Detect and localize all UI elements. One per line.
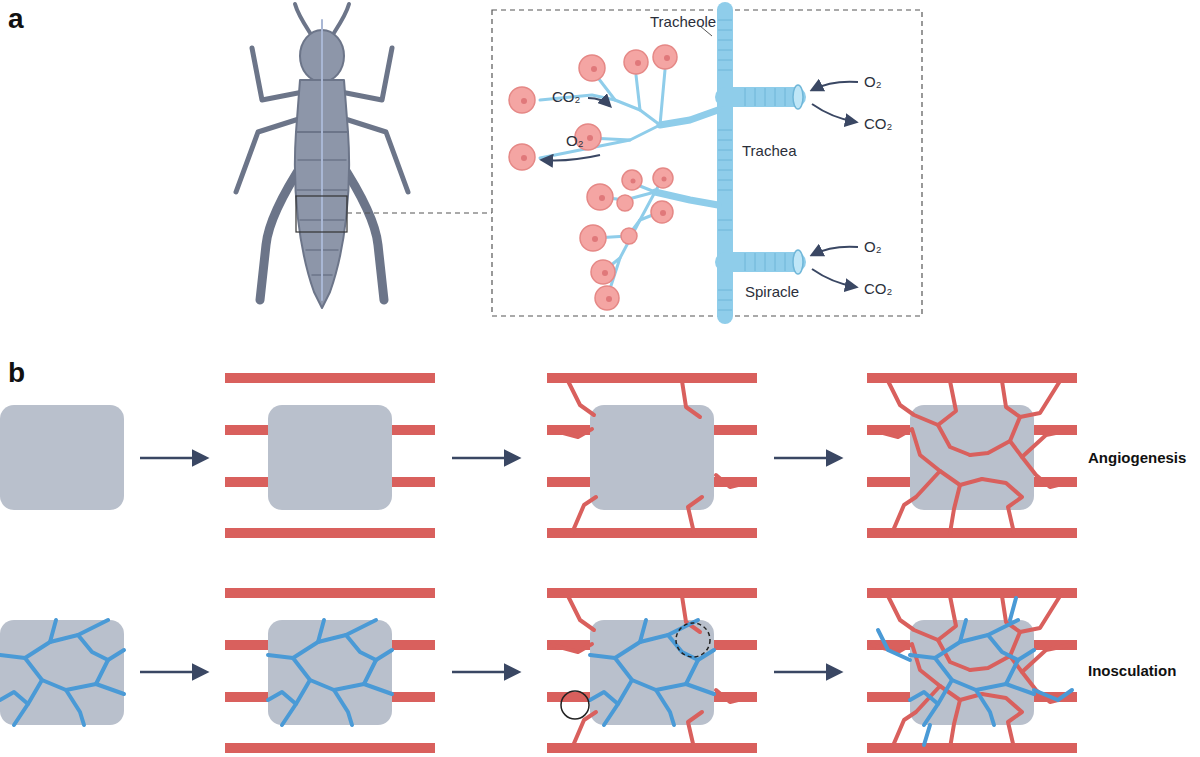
inset-frame: [492, 10, 922, 316]
part-label: Spiracle: [745, 284, 799, 301]
nuclei: [521, 55, 670, 302]
insect: [236, 4, 408, 308]
part-label: Tracheole: [650, 14, 716, 31]
inosculation-row: [0, 588, 1077, 753]
gas-label: CO₂: [864, 116, 892, 133]
row-label: Angiogenesis: [1088, 450, 1186, 467]
gas-label: O₂: [864, 74, 882, 91]
gas-arrows: [542, 82, 858, 287]
tracheal-system: [540, 10, 796, 316]
zoom-box: [296, 196, 347, 232]
panel-letter: a: [8, 4, 24, 35]
gas-label: CO₂: [552, 89, 580, 106]
row-label: Inosculation: [1088, 663, 1176, 680]
gas-label: O₂: [566, 133, 584, 150]
trachea-rings: [718, 20, 785, 310]
angiogenesis-row: [0, 373, 1077, 538]
gas-label: O₂: [864, 239, 882, 256]
part-label: Trachea: [742, 143, 796, 160]
zoom-line: [347, 212, 492, 213]
panel-letter: b: [8, 358, 25, 389]
cells: [509, 45, 677, 310]
gas-label: CO₂: [864, 281, 892, 298]
spiracle: [793, 85, 803, 274]
